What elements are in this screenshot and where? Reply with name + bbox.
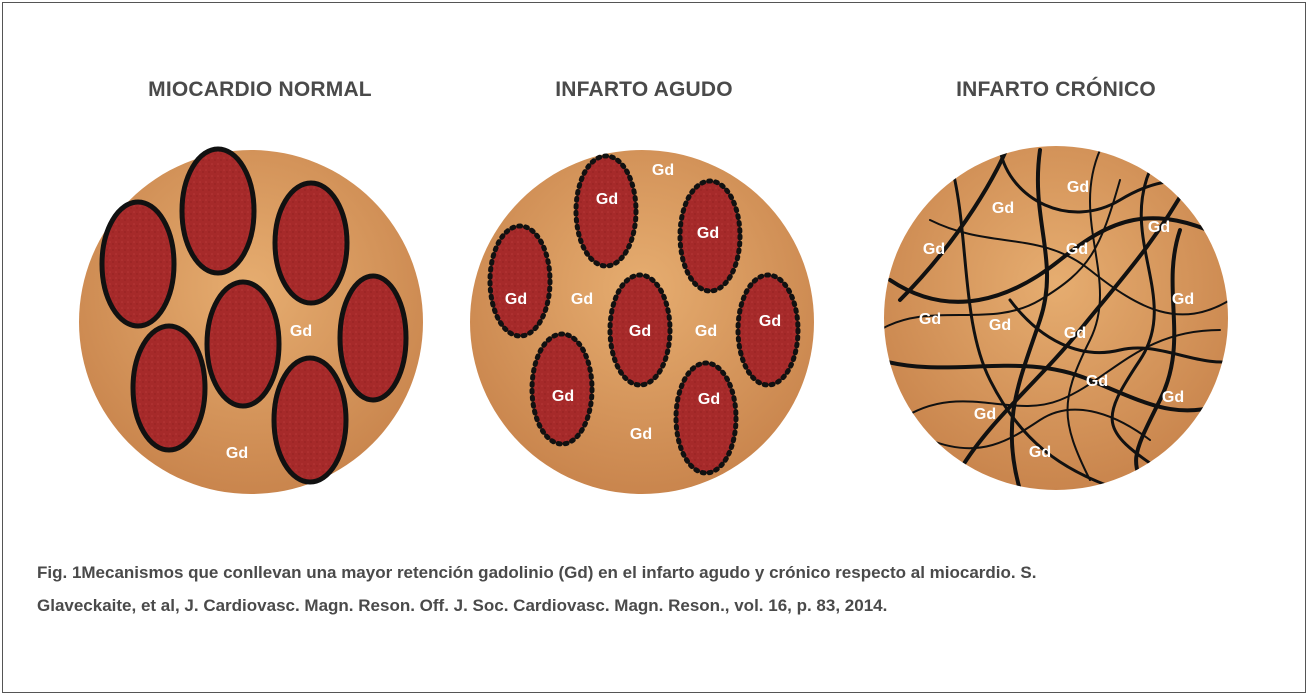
gd-label: Gd: [1064, 325, 1086, 342]
figure-caption: Fig. 1Mecanismos que conllevan una mayor…: [37, 556, 1287, 622]
gd-label: Gd: [596, 191, 618, 208]
gd-label: Gd: [923, 241, 945, 258]
gd-label: Gd: [1148, 219, 1170, 236]
gd-label: Gd: [759, 313, 781, 330]
caption-line-1: Fig. 1Mecanismos que conllevan una mayor…: [37, 556, 1287, 589]
gd-label: Gd: [974, 406, 996, 423]
myocyte-cell: [207, 282, 279, 406]
caption-line-2: Glaveckaite, et al, J. Cardiovasc. Magn.…: [37, 589, 1287, 622]
gd-label: Gd: [290, 323, 312, 340]
gd-label: Gd: [989, 317, 1011, 334]
gd-label: Gd: [919, 311, 941, 328]
ruptured-cell: [676, 363, 736, 473]
gd-label: Gd: [698, 391, 720, 408]
myocyte-cell: [275, 183, 347, 303]
gd-label: Gd: [992, 200, 1014, 217]
gd-label: Gd: [629, 323, 651, 340]
gd-label: Gd: [1172, 291, 1194, 308]
gd-label: Gd: [652, 162, 674, 179]
myocyte-cell: [340, 276, 406, 400]
gd-label: Gd: [226, 445, 248, 462]
gd-label: Gd: [697, 225, 719, 242]
gd-label: Gd: [1067, 179, 1089, 196]
ruptured-cell: [490, 226, 550, 336]
gd-label: Gd: [552, 388, 574, 405]
panel-normal: Gd Gd: [79, 149, 423, 494]
gd-label: Gd: [1029, 444, 1051, 461]
gd-label: Gd: [1086, 373, 1108, 390]
panel-acute: Gd Gd Gd Gd Gd Gd Gd Gd Gd Gd Gd: [470, 150, 814, 494]
gd-label: Gd: [1066, 241, 1088, 258]
myocyte-cell: [274, 358, 346, 482]
myocyte-cell: [182, 149, 254, 273]
panel-chronic: Gd Gd Gd Gd Gd Gd Gd Gd Gd Gd Gd Gd Gd: [880, 140, 1240, 500]
myocyte-cell: [133, 326, 205, 450]
gd-label: Gd: [571, 291, 593, 308]
gd-label: Gd: [630, 426, 652, 443]
gd-label: Gd: [695, 323, 717, 340]
ruptured-cell: [576, 156, 636, 266]
myocyte-cell: [102, 202, 174, 326]
gd-label: Gd: [1162, 389, 1184, 406]
gd-label: Gd: [505, 291, 527, 308]
